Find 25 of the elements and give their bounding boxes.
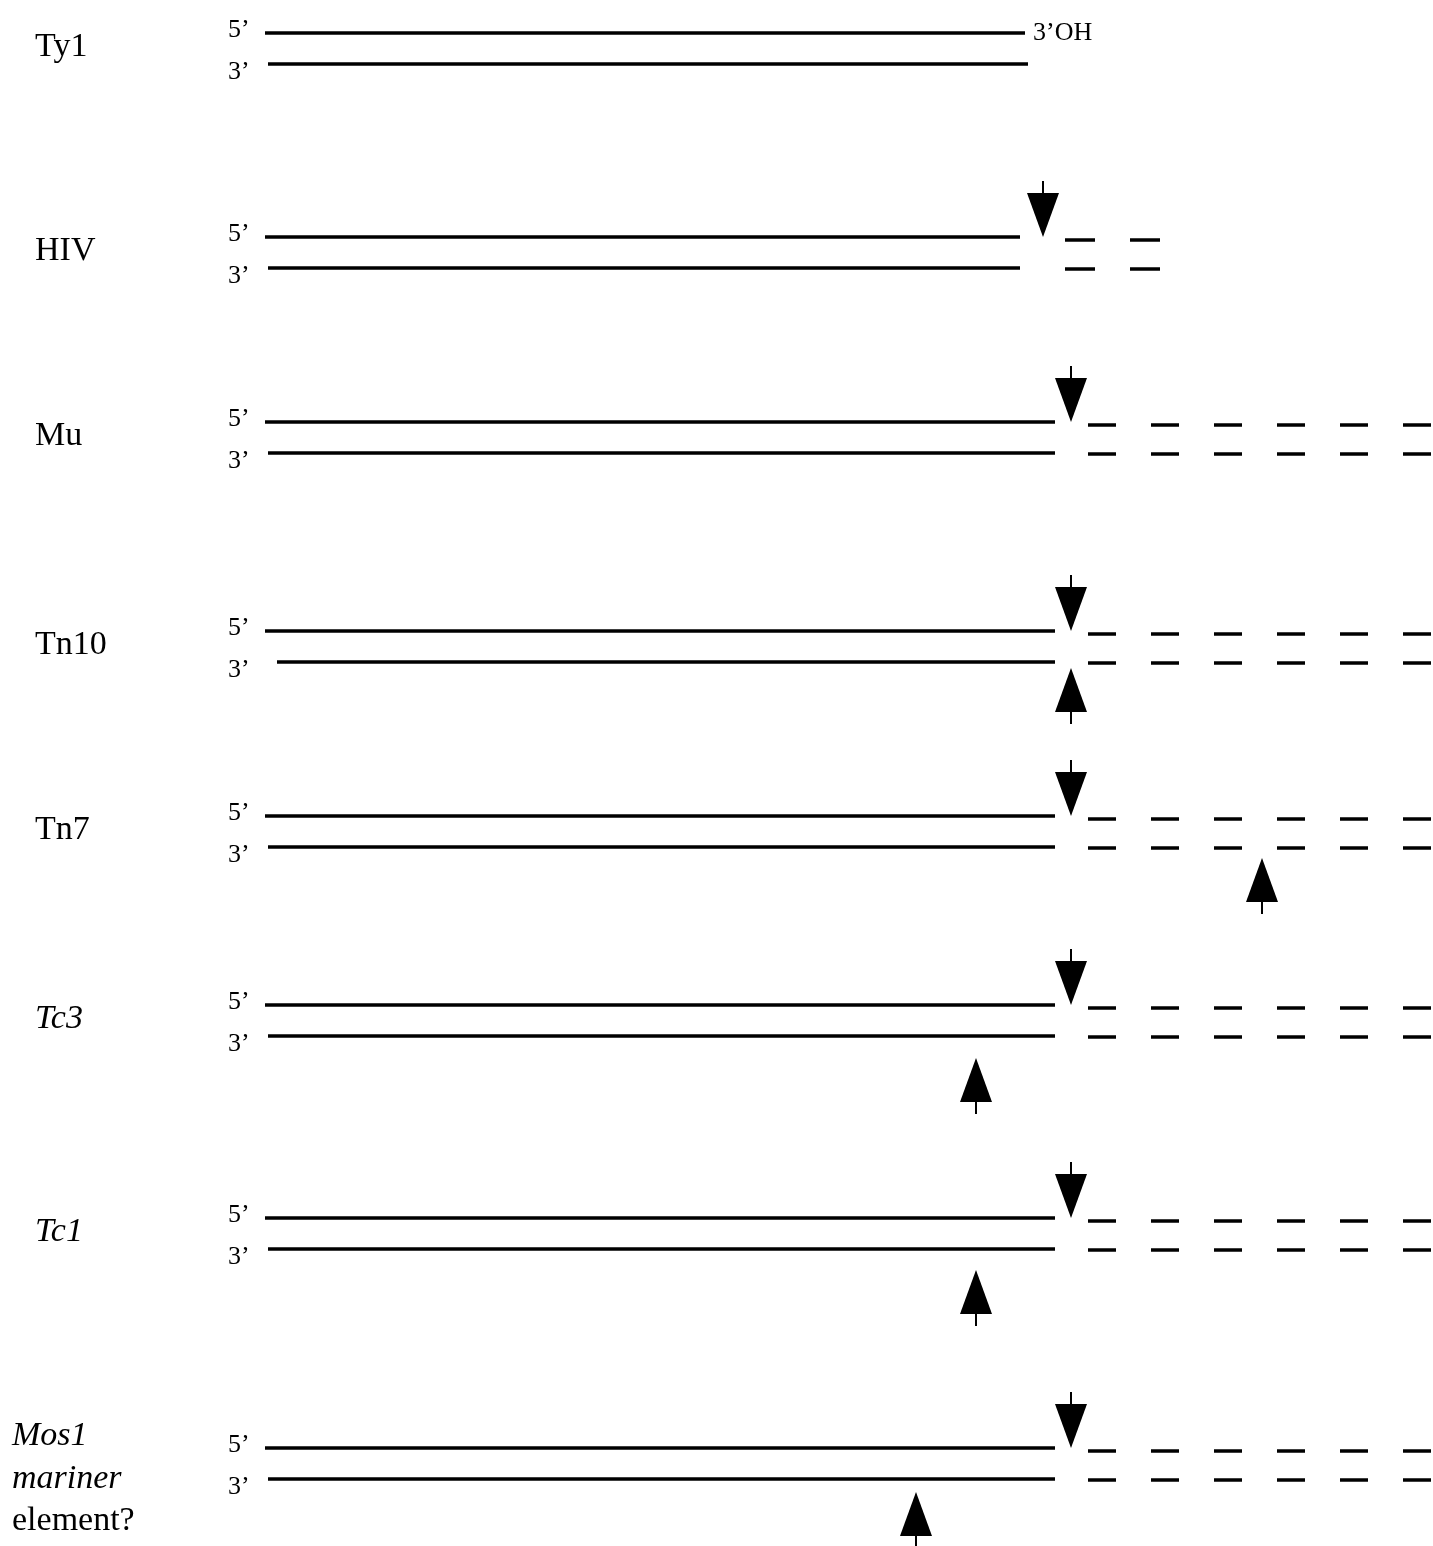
strand-end-label: 5’ [228, 799, 250, 825]
strand-end-label: 3’ [228, 1030, 250, 1056]
strand-end-label: 3’ [228, 1243, 250, 1269]
strand-end-label: 3’ [228, 58, 250, 84]
strand-end-label: 5’ [228, 988, 250, 1014]
strand-end-label: 5’ [228, 1431, 250, 1457]
element-name: Tc1 [35, 1213, 83, 1247]
strand-end-label: 3’ [228, 841, 250, 867]
element-name: HIV [35, 232, 96, 266]
strand-end-label: 3’ [228, 262, 250, 288]
strand-end-label: 3’ [228, 656, 250, 682]
strand-end-label: 3’ [228, 447, 250, 473]
element-name: Mos1 mariner element? [12, 1414, 136, 1539]
strand-end-label: 3’ [228, 1473, 250, 1499]
strand-end-label: 3’OH [1033, 19, 1093, 45]
strand-end-label: 5’ [228, 16, 250, 42]
element-name: Ty1 [35, 28, 88, 62]
strand-end-label: 5’ [228, 220, 250, 246]
element-name: Mu [35, 417, 83, 451]
strand-end-label: 5’ [228, 405, 250, 431]
strand-end-label: 5’ [228, 614, 250, 640]
element-name: Tn10 [35, 626, 107, 660]
element-name: Tn7 [35, 811, 90, 845]
element-name: Tc3 [35, 1000, 83, 1034]
strand-end-label: 5’ [228, 1201, 250, 1227]
